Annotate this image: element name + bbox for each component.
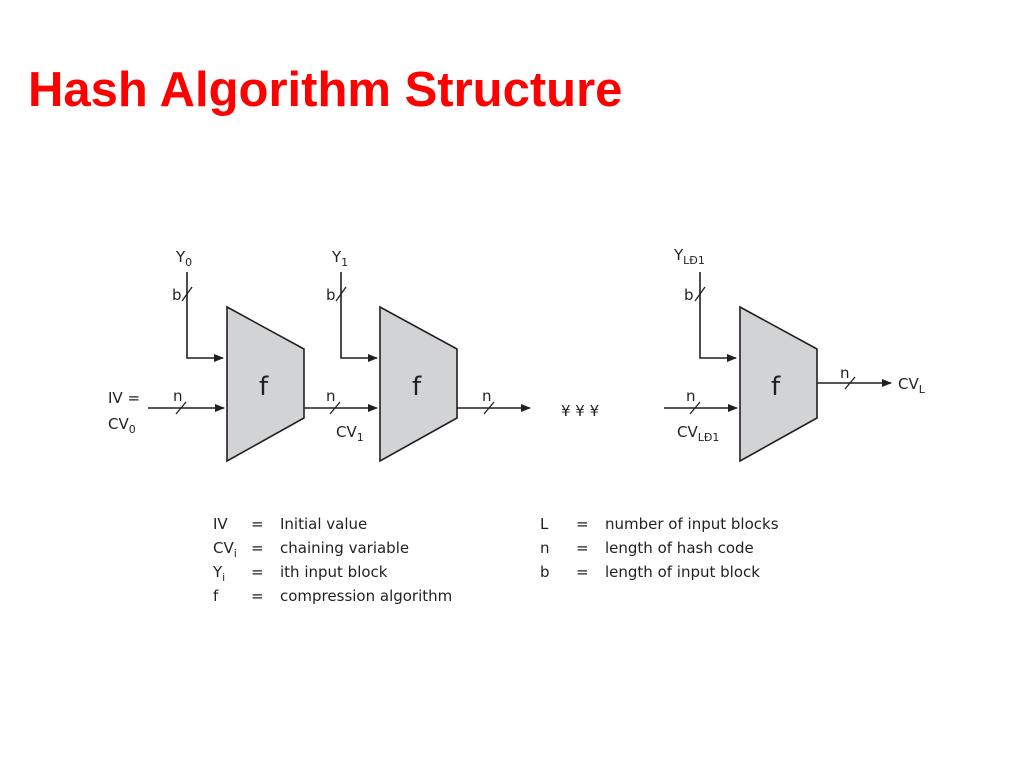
chain-last-in: n CVLĐ1 [664,387,738,444]
legend-term: Yi [212,563,225,584]
block-2-input-label: Y1 [331,248,348,269]
ellipsis: ¥ ¥ ¥ [561,402,599,420]
output-label: CVL [898,375,926,396]
block-1-function-box [226,305,305,463]
iv-label: IV = [108,389,140,407]
block-last-width-tick [694,286,706,302]
legend-term: n [540,539,550,557]
cv0-label: CV0 [108,415,136,436]
slide-title: Hash Algorithm Structure [28,63,623,117]
cv-last-in-width-label: n [686,387,696,405]
compression-block-last: YLĐ1 b f [673,246,818,463]
iv-width-label: n [173,387,183,405]
legend-eq: = [251,587,264,605]
legend-desc: number of input blocks [605,515,779,533]
block-2-width-tick [335,286,347,302]
cv1-width-tick [329,401,341,415]
legend-term: L [540,515,549,533]
legend-eq: = [251,515,264,533]
chain-1-to-2: n CV1 [304,387,378,444]
cv-last-in-width-tick [689,401,701,415]
legend-desc: length of hash code [605,539,754,557]
output-width-tick [844,376,856,390]
legend-term: CVi [213,539,237,560]
cv-last-in-label: CVLĐ1 [677,423,719,444]
legend-left: IV = Initial value CVi = chaining variab… [212,515,452,605]
legend-desc: ith input block [280,563,388,581]
legend-eq: = [576,539,589,557]
cv1-label: CV1 [336,423,364,444]
block-last-input-arrow [699,272,737,362]
chain-2-out: n [457,387,531,415]
block-2-output-width-label: n [482,387,492,405]
legend-eq: = [576,563,589,581]
legend-term: IV [213,515,228,533]
block-last-function-label: f [771,372,781,402]
output-width-label: n [840,364,850,382]
block-2-output-width-tick [483,401,495,415]
block-1-input-label: Y0 [175,248,192,269]
final-output: n CVL [817,364,926,396]
iv-width-tick [175,401,187,415]
legend-desc: compression algorithm [280,587,452,605]
block-2-width-label: b [326,286,336,304]
legend: IV = Initial value CVi = chaining variab… [212,515,779,605]
legend-eq: = [251,539,264,557]
block-2-function-label: f [412,372,422,402]
block-2-input-arrow [340,272,378,362]
legend-desc: chaining variable [280,539,409,557]
block-1-width-label: b [172,286,182,304]
compression-block-1: Y0 b f [172,248,305,463]
legend-desc: length of input block [605,563,760,581]
block-1-width-tick [181,286,193,302]
legend-term: b [540,563,550,581]
block-2-function-box [379,305,458,463]
block-1-function-label: f [259,372,269,402]
legend-eq: = [576,515,589,533]
legend-desc: Initial value [280,515,367,533]
block-last-function-box [739,305,818,463]
initial-value-input: IV = CV0 n [108,387,225,436]
cv1-width-label: n [326,387,336,405]
compression-block-2: Y1 b f [326,248,458,463]
block-1-input-arrow [186,272,224,362]
block-last-input-label: YLĐ1 [673,246,705,267]
legend-eq: = [251,563,264,581]
legend-term: f [213,587,219,605]
block-last-width-label: b [684,286,694,304]
legend-right: L = number of input blocks n = length of… [540,515,779,581]
